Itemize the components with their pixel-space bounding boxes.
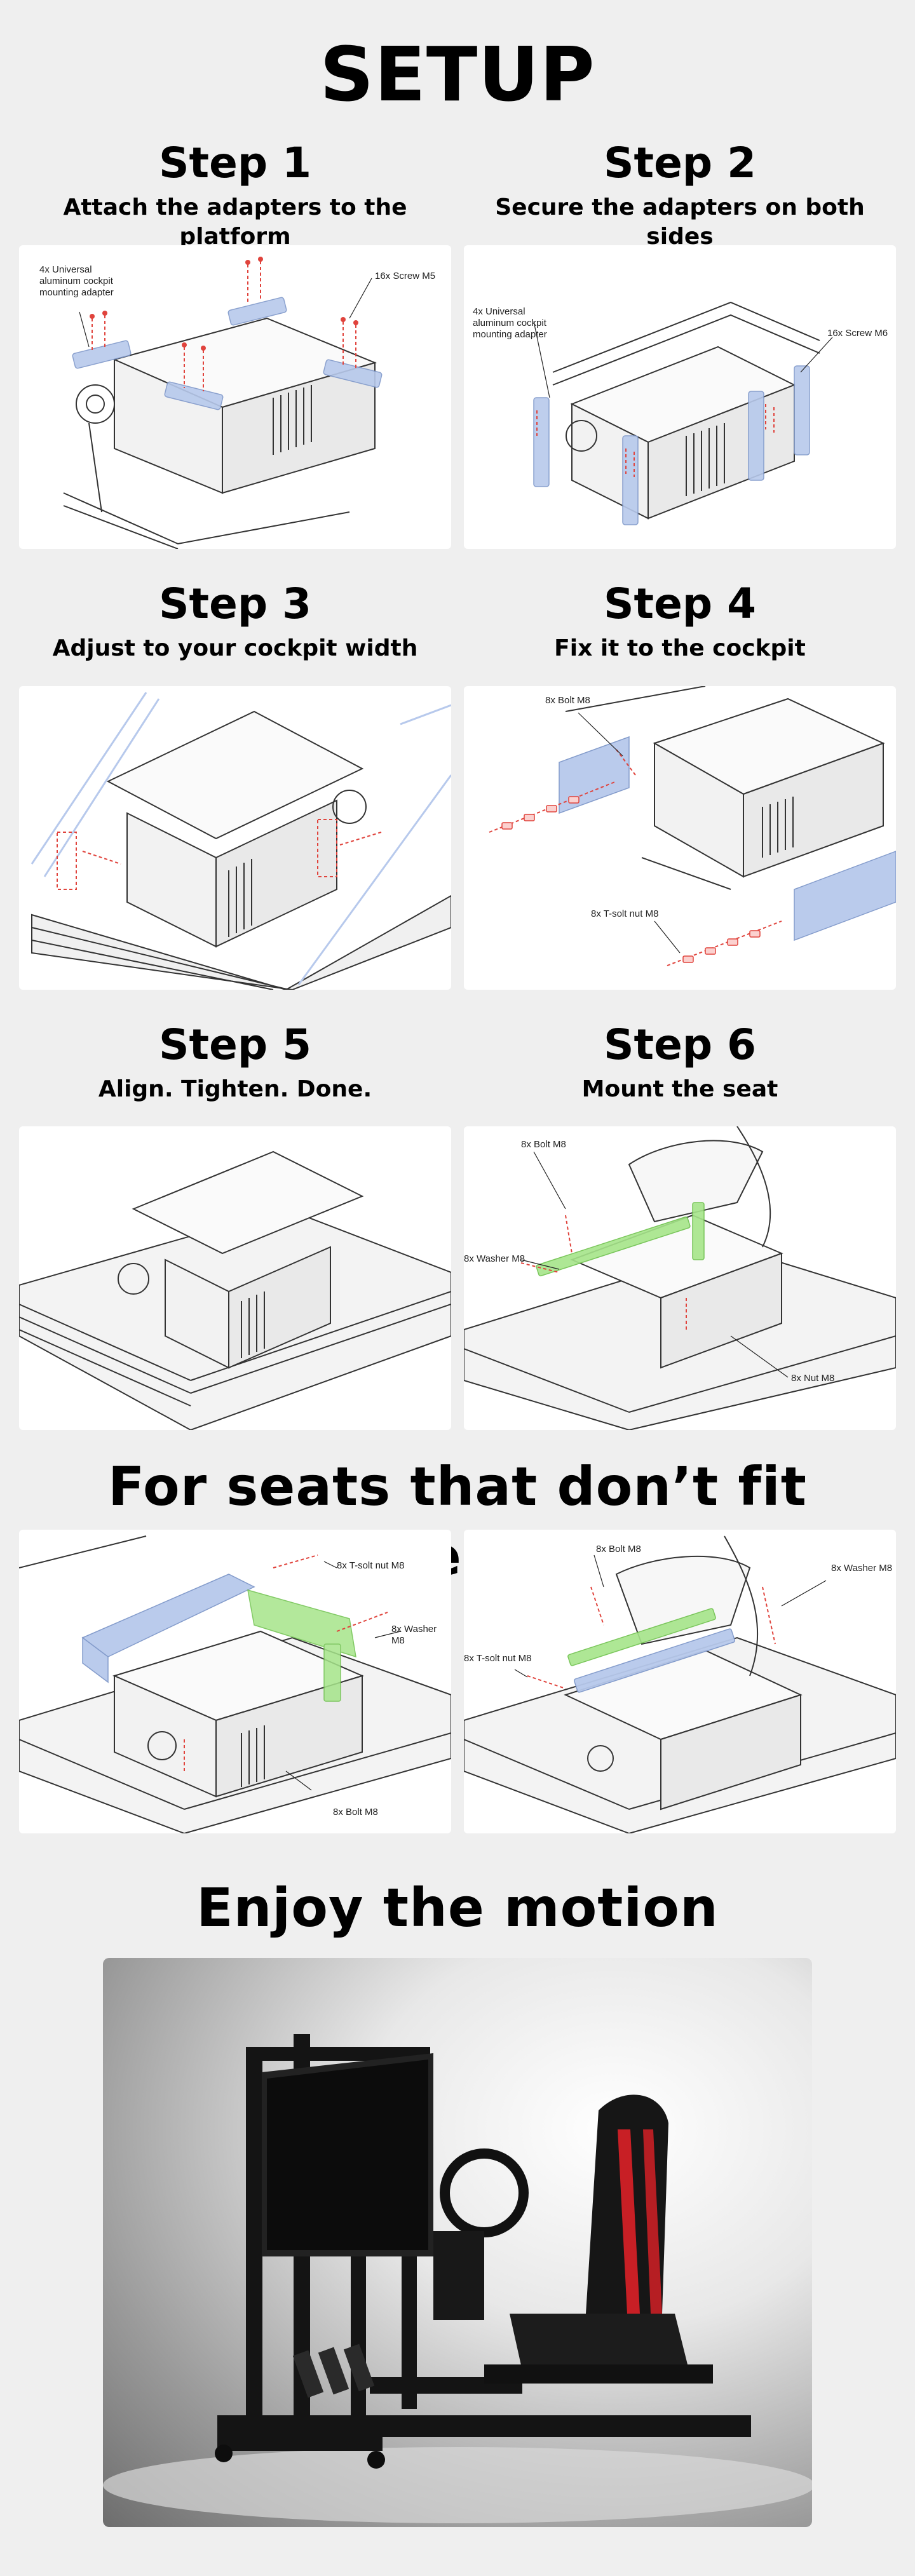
step-6-header: Step 6 Mount the seat — [464, 1018, 896, 1104]
step-5-description: Align. Tighten. Done. — [98, 1076, 372, 1102]
step-5-number: Step 5 — [159, 1020, 311, 1069]
step-1-callout-adapter: 4x Universal aluminum cockpit mounting a… — [39, 264, 114, 298]
product-photo — [103, 1958, 812, 2527]
fit-illustration-right — [464, 1535, 896, 1833]
step-1-description: Attach the adapters to the platform — [63, 194, 407, 250]
step-2-diagram: 4x Universal aluminum cockpit mounting a… — [464, 245, 896, 549]
fit-right-callout-bolt: 8x Bolt M8 — [596, 1544, 641, 1554]
fit-diagram-right: 8x Bolt M8 8x Washer M8 8x T-solt nut M8 — [464, 1530, 896, 1833]
enjoy-section-title: Enjoy the motion — [196, 1877, 719, 1939]
step-2-callout-screw: 16x Screw M6 — [827, 328, 888, 339]
fit-left-callout-washer: 8x Washer M8 — [391, 1624, 437, 1646]
step-1-callout-screw: 16x Screw M5 — [375, 271, 436, 281]
page-title: SETUP — [320, 30, 595, 118]
step-2-callout-adapter: 4x Universal aluminum cockpit mounting a… — [473, 306, 547, 340]
step-6-description: Mount the seat — [581, 1076, 778, 1102]
fit-left-callout-tslot: 8x T-solt nut M8 — [337, 1560, 405, 1571]
step-4-number: Step 4 — [604, 579, 756, 628]
step-1-header: Step 1 Attach the adapters to the platfo… — [19, 136, 451, 252]
step-4-description: Fix it to the cockpit — [554, 635, 806, 661]
step-3-header: Step 3 Adjust to your cockpit width — [19, 577, 451, 663]
step-5-header: Step 5 Align. Tighten. Done. — [19, 1018, 451, 1104]
step-2-header: Step 2 Secure the adapters on both sides — [464, 136, 896, 252]
step-5-diagram — [19, 1126, 451, 1430]
step-3-description: Adjust to your cockpit width — [52, 635, 418, 661]
step-4-callout-bolt: 8x Bolt M8 — [545, 695, 590, 706]
step-4-diagram: 8x Bolt M8 8x T-solt nut M8 — [464, 686, 896, 990]
step-2-number: Step 2 — [604, 138, 756, 187]
step-3-diagram — [19, 686, 451, 990]
fit-right-callout-washer: 8x Washer M8 — [831, 1563, 893, 1574]
fit-illustration-left — [19, 1535, 451, 1833]
step-6-illustration — [464, 1126, 896, 1430]
step-4-illustration — [489, 686, 896, 966]
step-2-illustration — [533, 301, 833, 525]
step-6-callout-washer: 8x Washer M8 — [464, 1253, 525, 1264]
step-6-callout-bolt: 8x Bolt M8 — [521, 1139, 566, 1150]
fit-diagram-left: 8x T-solt nut M8 8x Washer M8 8x Bolt M8 — [19, 1530, 451, 1833]
fit-right-callout-tslot: 8x T-solt nut M8 — [464, 1653, 532, 1664]
step-1-illustration — [63, 257, 383, 549]
step-1-number: Step 1 — [159, 138, 311, 187]
step-6-callout-nut: 8x Nut M8 — [791, 1373, 835, 1384]
step-3-number: Step 3 — [159, 579, 311, 628]
step-6-diagram: 8x Bolt M8 8x Washer M8 8x Nut M8 — [464, 1126, 896, 1430]
simulator-cockpit-image — [103, 2034, 812, 2523]
step-3-illustration — [30, 692, 451, 990]
step-6-number: Step 6 — [604, 1020, 756, 1069]
step-1-diagram: 4x Universal aluminum cockpit mounting a… — [19, 245, 451, 549]
step-4-header: Step 4 Fix it to the cockpit — [464, 577, 896, 663]
step-2-description: Secure the adapters on both sides — [495, 194, 865, 250]
step-4-callout-tslot: 8x T-solt nut M8 — [591, 908, 659, 919]
fit-left-callout-bolt: 8x Bolt M8 — [333, 1807, 378, 1817]
step-5-illustration — [19, 1150, 451, 1430]
